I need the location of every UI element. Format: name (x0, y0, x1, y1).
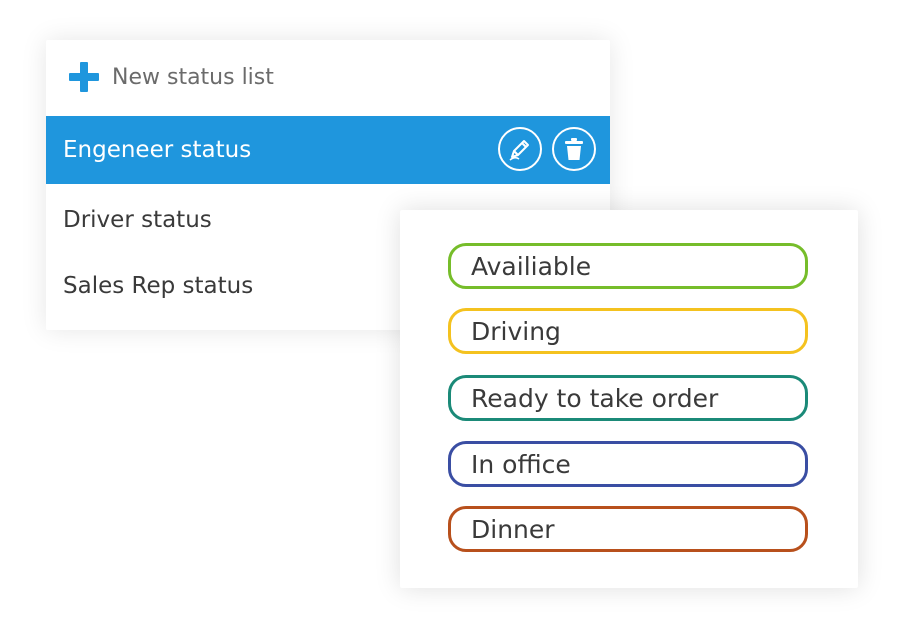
new-status-list-button[interactable]: New status list (68, 60, 274, 94)
trash-icon (565, 138, 583, 160)
statuses-panel: Availiable Driving Ready to take order I… (400, 210, 858, 588)
status-pill-driving[interactable]: Driving (448, 308, 808, 354)
status-label: Driving (471, 316, 561, 346)
status-list-item-engineer[interactable]: Engeneer status (46, 116, 610, 184)
plus-icon (69, 62, 99, 92)
status-pill-availiable[interactable]: Availiable (448, 243, 808, 289)
status-list-item-label: Sales Rep status (63, 273, 254, 299)
status-list-item-sales-rep[interactable]: Sales Rep status (46, 253, 610, 319)
new-status-list-label: New status list (112, 64, 274, 90)
status-pill-dinner[interactable]: Dinner (448, 506, 808, 552)
edit-button[interactable] (498, 127, 542, 171)
status-label: Ready to take order (471, 383, 719, 413)
status-label: Availiable (471, 251, 592, 281)
pencil-icon (509, 140, 529, 161)
status-label: Dinner (471, 514, 555, 544)
status-list-item-driver[interactable]: Driver status (46, 187, 610, 253)
status-pill-in-office[interactable]: In office (448, 441, 808, 487)
status-list-item-label: Driver status (63, 207, 212, 233)
status-lists-panel: New status list Engeneer status (46, 40, 610, 330)
status-label: In office (471, 449, 571, 479)
delete-button[interactable] (552, 127, 596, 171)
status-pill-ready-to-take-order[interactable]: Ready to take order (448, 375, 808, 421)
item-actions (498, 127, 596, 171)
status-list-item-label: Engeneer status (63, 137, 252, 163)
